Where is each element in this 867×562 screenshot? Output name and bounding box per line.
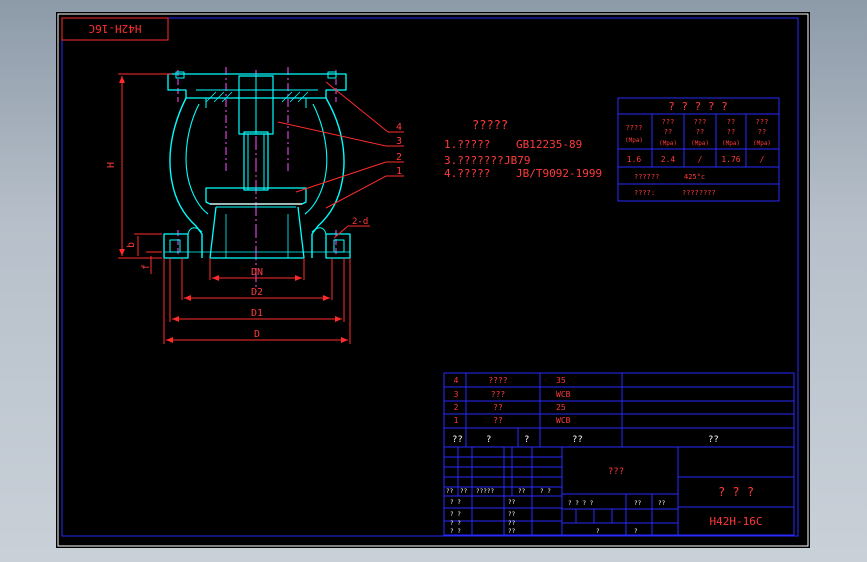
note-4-num: 4.?????: [444, 167, 490, 180]
part-4-name: ????: [488, 376, 507, 385]
outer-frame: [57, 13, 809, 547]
dim-D: D: [254, 329, 260, 340]
part-4-material: 35: [556, 376, 566, 385]
spec-h4-l2: ??: [727, 128, 735, 136]
tb-c0: ? ?: [450, 511, 461, 518]
spec-h1-l1: ????: [626, 124, 643, 132]
leader-3: 3: [396, 136, 402, 147]
spec-title: ? ? ? ? ?: [668, 100, 728, 113]
note-4-ref: JB/T9092-1999: [516, 167, 602, 180]
dim-f: f: [141, 264, 152, 270]
spec-h3-l1: ???: [694, 118, 707, 126]
spec-h2-l2: ??: [664, 128, 672, 136]
dim-H: H: [106, 162, 117, 168]
spec-row2-label: ????:: [634, 189, 655, 197]
tb-e0: ? ?: [450, 528, 461, 535]
dim-holes: 2-d: [352, 217, 368, 227]
note-3-ref: JB79: [504, 154, 531, 167]
valve-section: [163, 67, 351, 292]
drawing-canvas: H42H-16C: [57, 13, 809, 547]
parts-header-name: ?: [486, 435, 491, 445]
spec-h5-l2: ??: [758, 128, 766, 136]
spec-v3: /: [698, 155, 703, 164]
tb-scale: ??: [658, 500, 666, 507]
drawing-model: H42H-16C: [710, 515, 763, 528]
spec-row1-value: 425°c: [684, 173, 705, 181]
spec-row1-label: ??????: [634, 173, 659, 181]
cad-viewport[interactable]: H42H-16C: [56, 12, 810, 548]
title-block: ??? ? ? ? H42H-16C ?? ?? ????? ?? ? ? ? …: [443, 446, 795, 536]
parts-list: 4 ???? 35 3 ??? WCB 2 ?? 25 1 ?? WCB ?? …: [443, 372, 795, 448]
spec-v4: 1.76: [721, 155, 740, 164]
spec-h2-l1: ???: [662, 118, 675, 126]
part-3-no: 3: [454, 390, 459, 399]
spec-h2-l3: (Mpa): [659, 140, 677, 147]
notes-title: ?????: [472, 118, 508, 132]
spec-table: ? ? ? ? ? ???? (Mpa) ??? ?? (Mpa) ??? ??…: [617, 97, 780, 202]
leader-2: 2: [396, 152, 402, 163]
code-box: H42H-16C: [61, 17, 169, 41]
spec-v2: 2.4: [661, 155, 676, 164]
part-2-no: 2: [454, 403, 459, 412]
dim-D2: D2: [251, 287, 263, 298]
code-box-text: H42H-16C: [89, 22, 142, 35]
parts-header-remark: ??: [708, 435, 719, 445]
dimension-arrows: [119, 76, 348, 343]
drawing-title: ? ? ?: [718, 485, 754, 499]
tb-a0: ??: [446, 488, 454, 495]
spec-h4-l1: ??: [727, 118, 735, 126]
parts-header-material: ??: [572, 435, 583, 445]
tb-a4: ? ?: [540, 488, 551, 495]
tb-c1: ??: [508, 511, 516, 518]
part-2-material: 25: [556, 403, 566, 412]
tb-d0: ? ?: [450, 520, 461, 527]
part-1-name: ??: [493, 416, 503, 425]
spec-h4-l3: (Mpa): [722, 140, 740, 147]
company-name: ???: [608, 467, 624, 477]
spec-h5-l1: ???: [756, 118, 769, 126]
spec-h1-l2: (Mpa): [625, 137, 643, 144]
dim-DN: DN: [251, 267, 263, 278]
spec-v1: 1.6: [627, 155, 642, 164]
part-1-material: WCB: [556, 416, 571, 425]
tb-b0: ? ?: [450, 499, 461, 506]
part-1-no: 1: [454, 416, 459, 425]
tb-a1: ??: [460, 488, 468, 495]
tb-bottom-0: ?: [596, 528, 600, 535]
spec-h3-l3: (Mpa): [691, 140, 709, 147]
spec-h3-l2: ??: [696, 128, 704, 136]
note-1-ref: GB12235-89: [516, 138, 582, 151]
part-4-no: 4: [454, 376, 459, 385]
tech-notes: ????? 1.????? GB12235-89 3.??????? JB79 …: [444, 118, 602, 180]
dim-D1: D1: [251, 308, 263, 319]
tb-b1: ??: [508, 499, 516, 506]
dimensions: [118, 73, 404, 344]
inner-frame: [61, 17, 799, 537]
tb-stage: ? ? ? ?: [568, 500, 594, 507]
parts-header-no: ??: [452, 435, 463, 445]
dimension-labels: H b f DN D2 D1 D 2-d: [106, 162, 368, 340]
tb-e1: ??: [508, 528, 516, 535]
spec-row2-value: ????????: [682, 189, 716, 197]
spec-h5-l3: (Mpa): [753, 140, 771, 147]
parts-header-qty: ?: [524, 435, 529, 445]
tb-d1: ??: [508, 520, 516, 527]
tb-a3: ??: [518, 488, 526, 495]
dim-b: b: [126, 242, 137, 248]
leader-4: 4: [396, 122, 402, 133]
spec-v5: /: [760, 155, 765, 164]
leader-1: 1: [396, 166, 402, 177]
part-3-material: WCB: [556, 390, 571, 399]
tb-a2: ?????: [476, 488, 494, 495]
part-3-name: ???: [491, 390, 506, 399]
leader-numbers: 4 3 2 1: [396, 122, 402, 177]
note-1-num: 1.?????: [444, 138, 490, 151]
tb-bottom-1: ?: [634, 528, 638, 535]
tb-weight: ??: [634, 500, 642, 507]
part-2-name: ??: [493, 403, 503, 412]
note-3-num: 3.???????: [444, 154, 504, 167]
